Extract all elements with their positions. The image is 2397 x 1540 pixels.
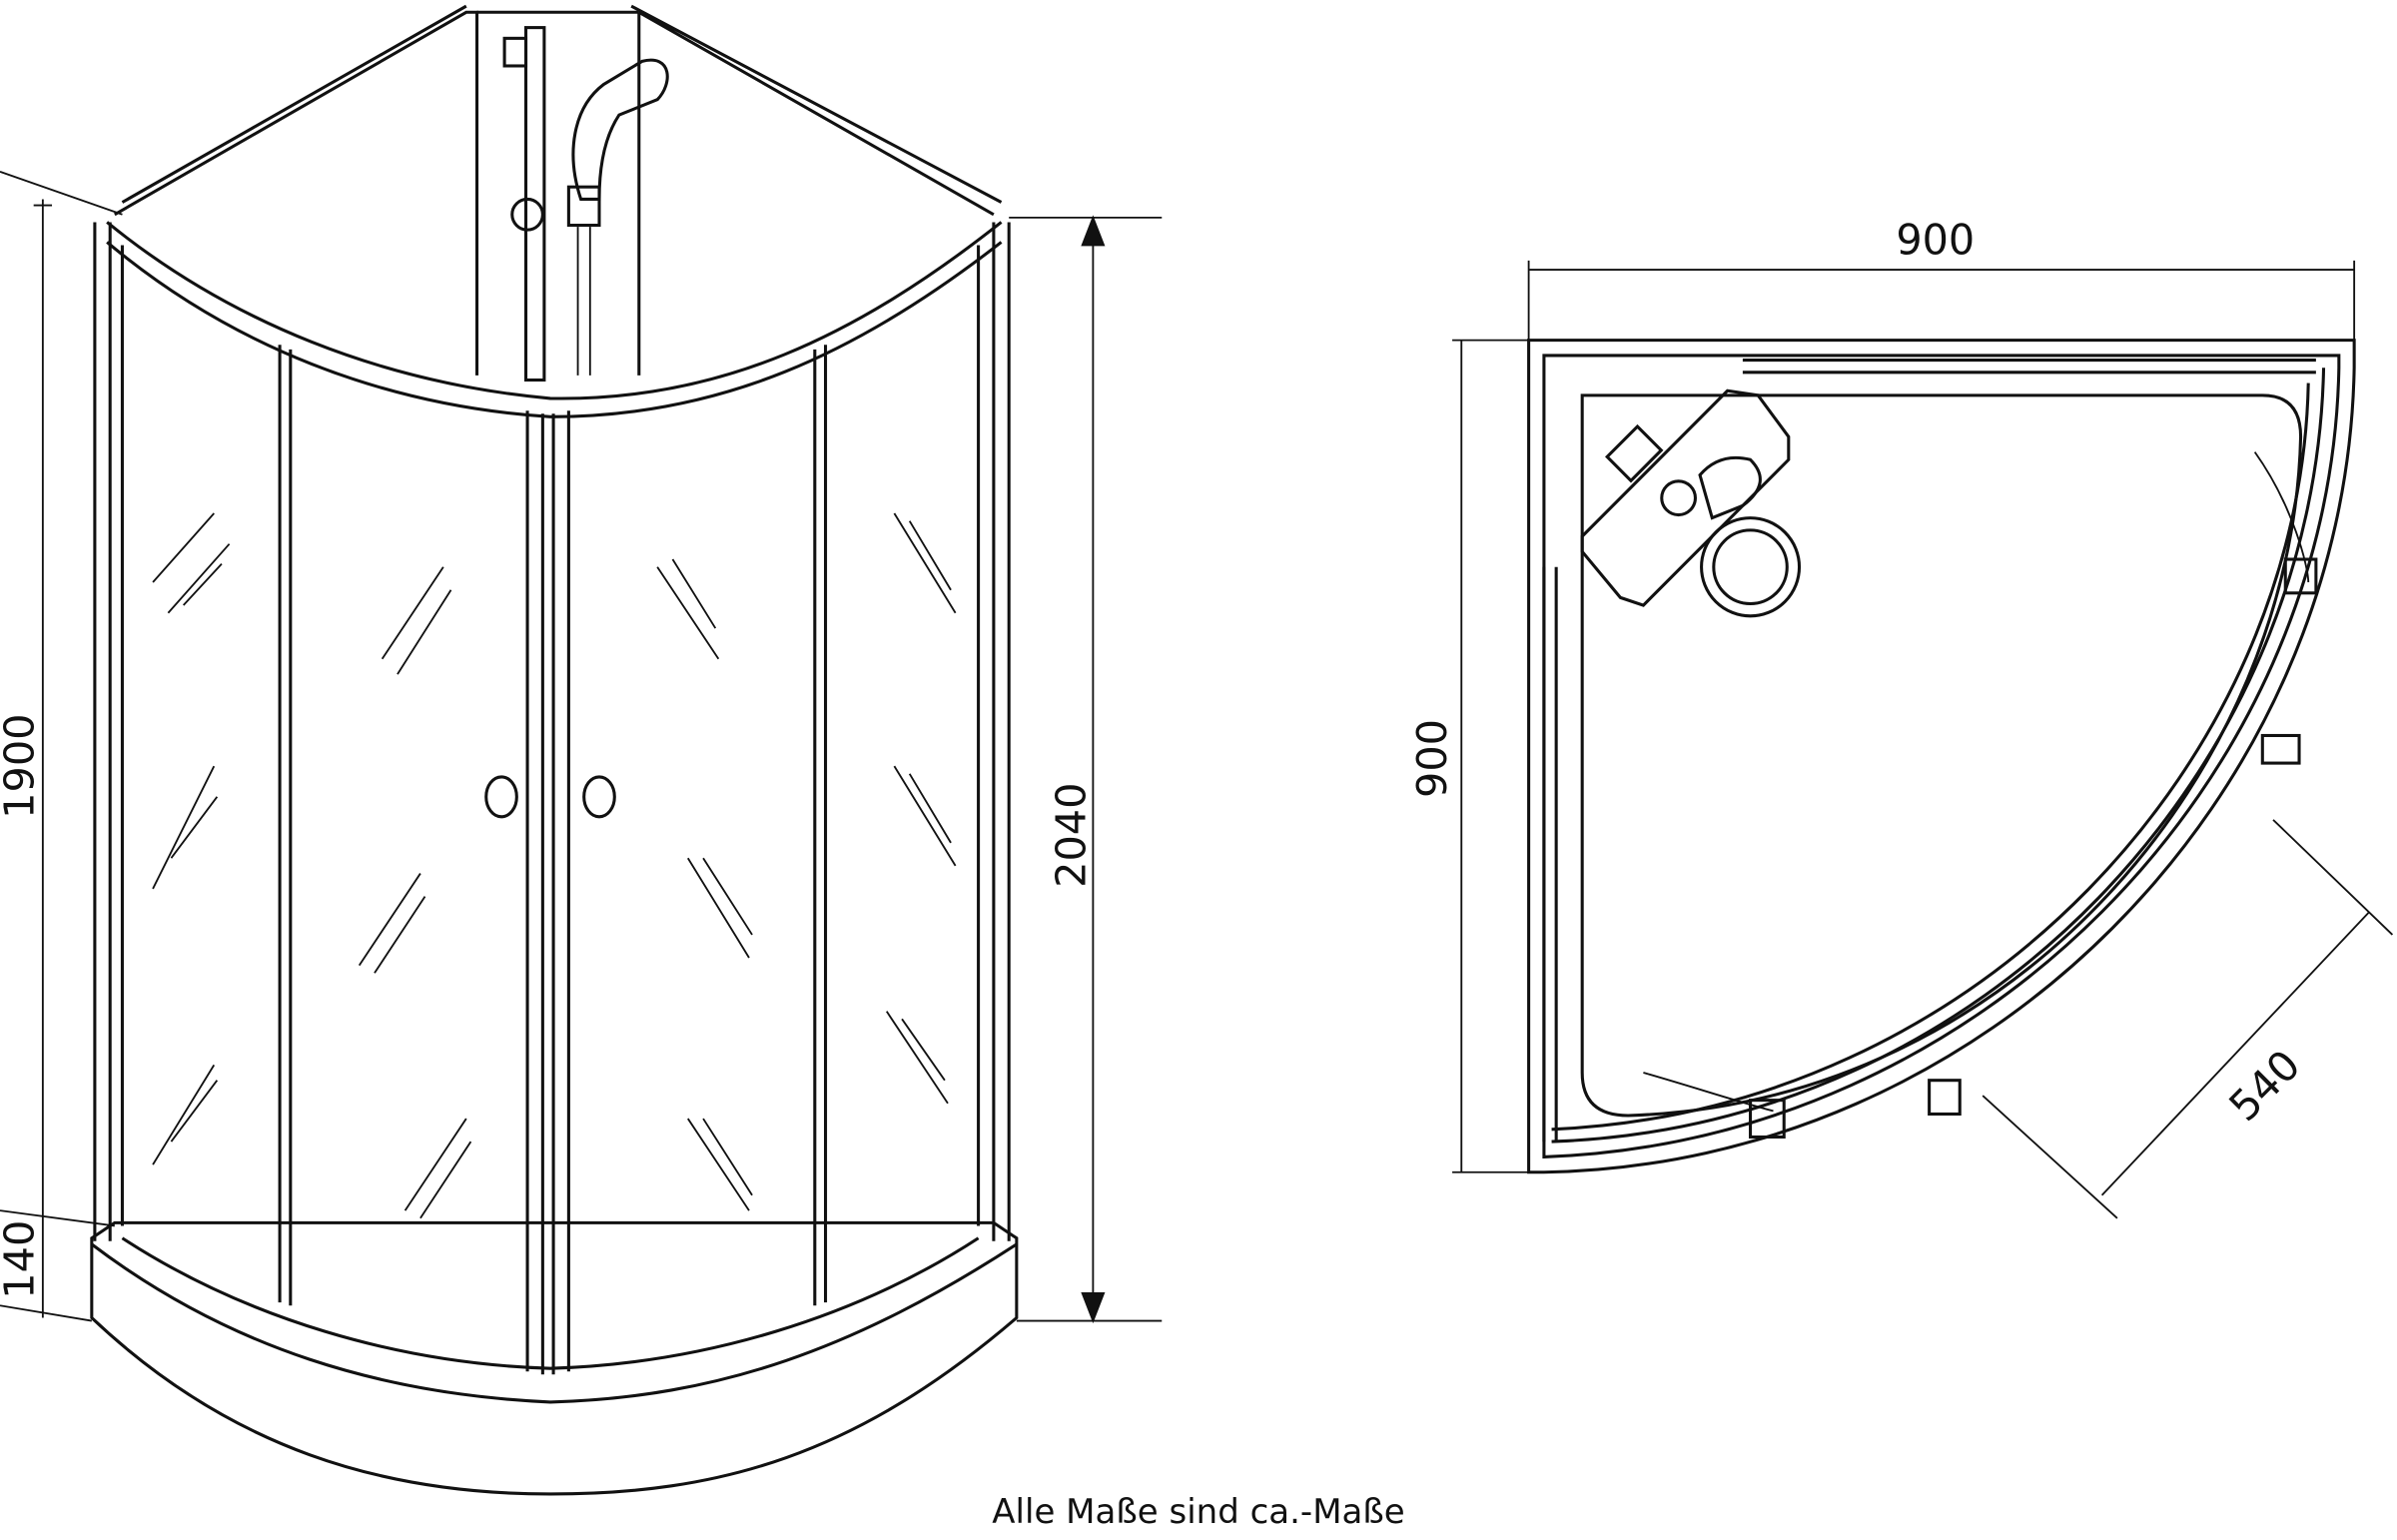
- door-roller-icons: [1749, 557, 2318, 1140]
- drain-icon: [1700, 516, 1802, 618]
- dimension-lines-plan: [1452, 260, 2394, 1219]
- shower-holder-icon: [1605, 423, 1762, 520]
- dim-1900: 1900: [0, 713, 44, 818]
- dim-140: 140: [0, 1220, 44, 1299]
- dim-540: 540: [2220, 1041, 2310, 1131]
- shower-head-icon: [502, 26, 669, 383]
- dim-900-depth: 900: [1408, 719, 1456, 798]
- dimension-lines-front: [0, 170, 1163, 1324]
- door-handle-icon: [484, 775, 616, 819]
- caption: Alle Maße sind ca.-Maße: [992, 1492, 1405, 1532]
- glass-reflection-marks: [152, 512, 957, 1219]
- dim-900-width: 900: [1896, 217, 1975, 265]
- dim-2040: 2040: [1048, 783, 1096, 888]
- front-view: 1900 140 2040: [0, 4, 1163, 1496]
- plan-view: 900 900 540: [1408, 217, 2394, 1219]
